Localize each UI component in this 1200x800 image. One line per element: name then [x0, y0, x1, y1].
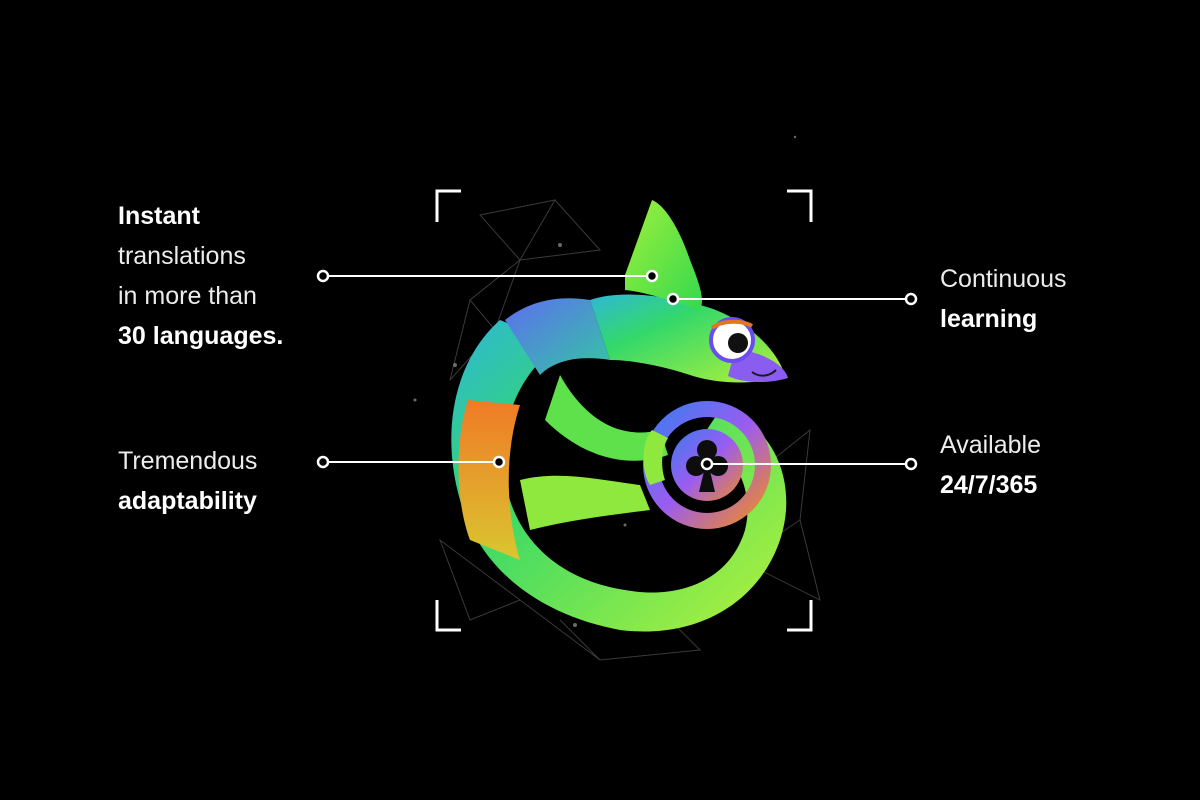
connector-node	[645, 269, 659, 283]
body-curl	[451, 320, 787, 632]
back-stripe	[505, 298, 610, 375]
feature-adaptability-line1: Tremendous	[118, 447, 258, 475]
feature-adaptability: Tremendous adaptability	[118, 441, 257, 521]
feature-instant-highlight: 30 languages.	[118, 322, 284, 350]
feature-instant-title: Instant	[118, 202, 200, 230]
feature-continuous-learning: Continuous learning	[940, 259, 1066, 339]
connector-node	[904, 292, 918, 306]
connector-adaptability	[316, 455, 506, 469]
feature-available-line1: Available	[940, 431, 1042, 459]
connector-node	[666, 292, 680, 306]
connector-node	[700, 457, 714, 471]
connector-instant	[316, 269, 659, 283]
chameleon-mascot	[451, 200, 788, 632]
connector-node	[904, 457, 918, 471]
corner-brackets-icon	[435, 189, 813, 632]
connector-node	[316, 269, 330, 283]
orange-patch	[458, 400, 520, 560]
front-leg	[545, 375, 668, 461]
feature-instant-line1: translations	[118, 242, 246, 270]
connector-node	[316, 455, 330, 469]
feature-instant-line2: in more than	[118, 282, 257, 310]
connector-node	[492, 455, 506, 469]
feature-learning-line1: Continuous	[940, 265, 1067, 293]
feature-adaptability-highlight: adaptability	[118, 487, 257, 515]
feature-learning-highlight: learning	[940, 305, 1038, 333]
connector-learning	[666, 292, 918, 306]
hand	[643, 430, 668, 485]
club-suit-icon	[686, 440, 728, 492]
crest	[625, 200, 702, 310]
feature-instant-translations: Instant translations in more than 30 lan…	[118, 196, 283, 356]
connector-available	[700, 457, 918, 471]
back-leg	[520, 475, 650, 530]
feature-availability: Available 24/7/365	[940, 425, 1041, 505]
feature-available-highlight: 24/7/365	[940, 471, 1038, 499]
